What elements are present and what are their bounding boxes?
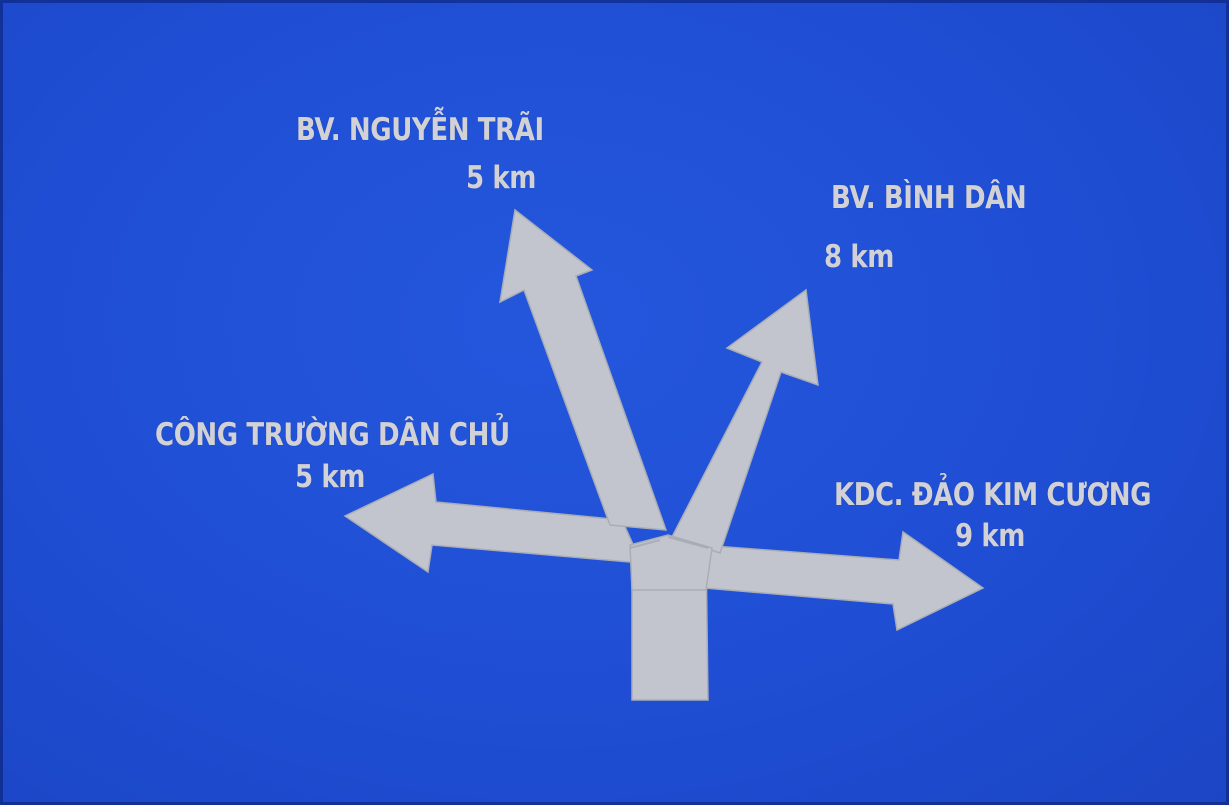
destination-name-nguyen-trai: BV. NGUYỄN TRÃI: [296, 112, 544, 148]
destination-distance-nguyen-trai: 5 km: [466, 160, 536, 196]
destination-distance-dao-kim-cuong: 9 km: [955, 518, 1025, 554]
arrow-up-left-icon: [499, 208, 668, 531]
destination-name-binh-dan: BV. BÌNH DÂN: [831, 180, 1027, 216]
destination-distance-cong-truong-dan-chu: 5 km: [295, 459, 365, 495]
destination-distance-binh-dan: 8 km: [824, 239, 894, 275]
arrow-up-right-icon: [670, 288, 819, 554]
destination-name-cong-truong-dan-chu: CÔNG TRƯỜNG DÂN CHỦ: [155, 417, 510, 453]
arrow-junction: [629, 534, 713, 591]
arrow-right-icon: [699, 530, 985, 632]
destination-name-dao-kim-cuong: KDC. ĐẢO KIM CƯƠNG: [834, 477, 1152, 513]
arrow-left-icon: [343, 472, 642, 574]
